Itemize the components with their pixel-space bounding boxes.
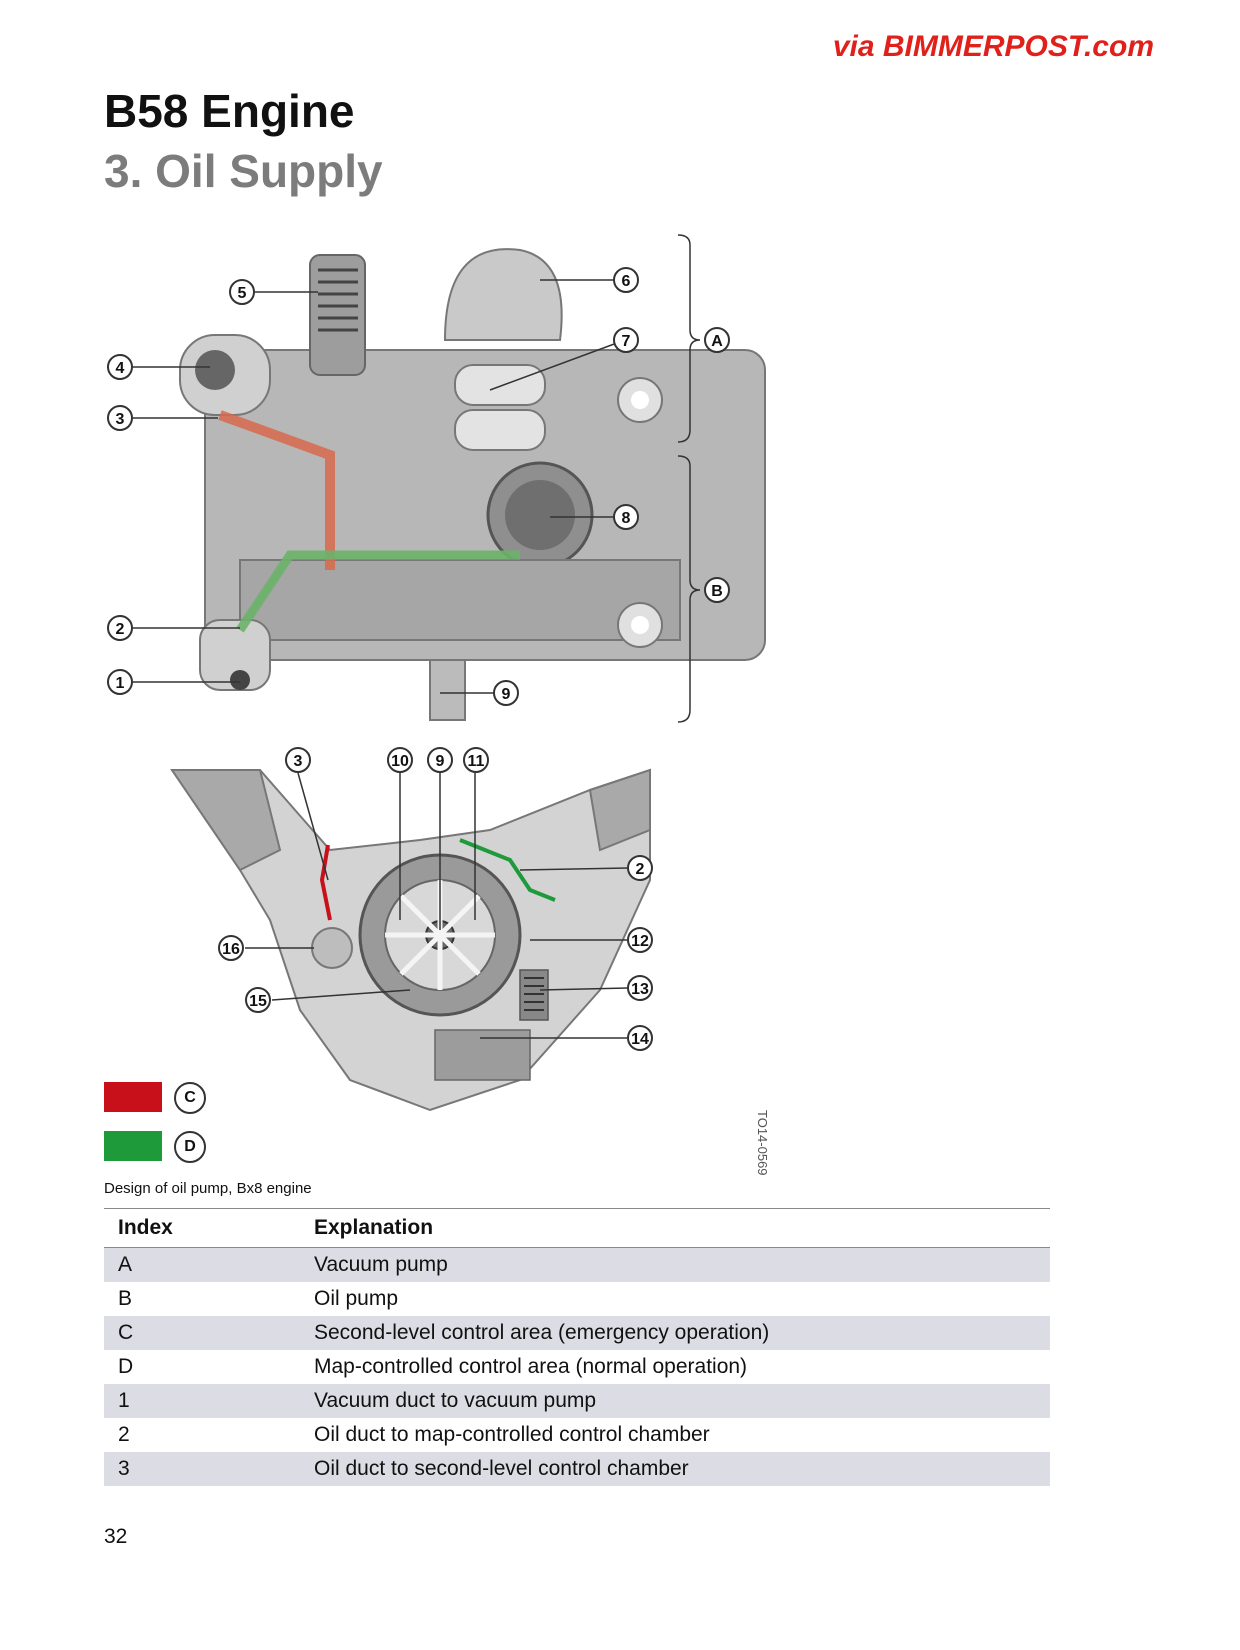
page-title: B58 Engine	[104, 85, 355, 137]
table-row: A Vacuum pump	[104, 1247, 1050, 1282]
legend-label-d: D	[174, 1131, 206, 1163]
row-explanation: Oil duct to map-controlled control chamb…	[314, 1423, 710, 1446]
figure-caption: Design of oil pump, Bx8 engine	[104, 1180, 312, 1197]
callout-bottom-2: 2	[636, 861, 645, 878]
bracket-markers	[704, 327, 730, 603]
table-header-row: Index Explanation	[104, 1208, 1050, 1248]
table-row: 1 Vacuum duct to vacuum pump	[104, 1384, 1050, 1418]
row-explanation: Second-level control area (emergency ope…	[292, 1316, 1050, 1350]
table-row: D Map-controlled control area (normal op…	[104, 1350, 1050, 1384]
row-index: 1	[104, 1384, 292, 1418]
row-explanation: Map-controlled control area (normal oper…	[314, 1355, 748, 1378]
callout-2: 2	[116, 621, 125, 638]
header-explanation: Explanation	[292, 1208, 1050, 1248]
table-row: B Oil pump	[104, 1282, 1050, 1316]
row-explanation: Oil duct to second-level control chamber	[292, 1452, 1050, 1486]
callout-5: 5	[238, 285, 247, 302]
callout-13: 13	[631, 981, 649, 998]
pump-assembly-bottom	[170, 768, 651, 1112]
oil-pump-diagram: 1 2 3 4 5 6 7 8 9 A B	[107, 234, 766, 1112]
row-index: A	[104, 1247, 292, 1282]
row-index: D	[118, 1355, 134, 1378]
callout-labels-top: 1 2 3 4 5 6 7 8 9	[116, 273, 631, 703]
legend-label-c: C	[174, 1082, 206, 1114]
callout-1: 1	[116, 675, 125, 692]
header-index: Index	[104, 1208, 292, 1248]
row-explanation: Oil pump	[314, 1287, 399, 1310]
figure-code: TO14-0569	[755, 1110, 770, 1176]
callout-14: 14	[631, 1031, 649, 1048]
row-index: C	[104, 1316, 292, 1350]
bracket-label-a: A	[711, 333, 723, 350]
table-row: C Second-level control area (emergency o…	[104, 1316, 1050, 1350]
legend-swatch-red	[104, 1082, 162, 1112]
callout-bottom-3: 3	[294, 753, 303, 770]
section-subtitle: 3. Oil Supply	[104, 145, 383, 197]
callout-10: 10	[391, 753, 409, 770]
callout-6: 6	[622, 273, 631, 290]
callout-11: 11	[468, 753, 485, 770]
callout-markers-bottom	[218, 747, 653, 1051]
legend-swatch-green	[104, 1131, 162, 1161]
bottom-callouts	[245, 772, 629, 1039]
callout-8: 8	[622, 510, 631, 527]
callout-12: 12	[631, 933, 649, 950]
row-index: B	[118, 1287, 133, 1310]
bracket-labels: A B	[711, 333, 723, 600]
brackets	[677, 234, 701, 723]
callout-3: 3	[116, 411, 125, 428]
table-row: 2 Oil duct to map-controlled control cha…	[104, 1418, 1050, 1452]
callout-16: 16	[222, 941, 240, 958]
row-index: 3	[104, 1452, 292, 1486]
callout-markers-top	[107, 267, 639, 706]
index-table: Index Explanation A Vacuum pump B Oil pu…	[104, 1208, 1050, 1486]
table-row: 3 Oil duct to second-level control chamb…	[104, 1452, 1050, 1486]
callout-labels-bottom: 3 10 9 11 2 12 13 14 15 16	[222, 753, 649, 1048]
callout-9: 9	[502, 686, 511, 703]
callout-15: 15	[249, 993, 267, 1010]
pump-assembly-top	[179, 248, 766, 721]
watermark: via BIMMERPOST.com	[832, 30, 1154, 63]
callout-bottom-9: 9	[436, 753, 445, 770]
row-explanation: Vacuum duct to vacuum pump	[292, 1384, 1050, 1418]
row-index: 2	[118, 1423, 130, 1446]
callout-7: 7	[622, 333, 631, 350]
bracket-label-b: B	[711, 583, 723, 600]
page-number: 32	[104, 1525, 128, 1548]
callout-4: 4	[116, 360, 125, 377]
row-explanation: Vacuum pump	[292, 1247, 1050, 1282]
